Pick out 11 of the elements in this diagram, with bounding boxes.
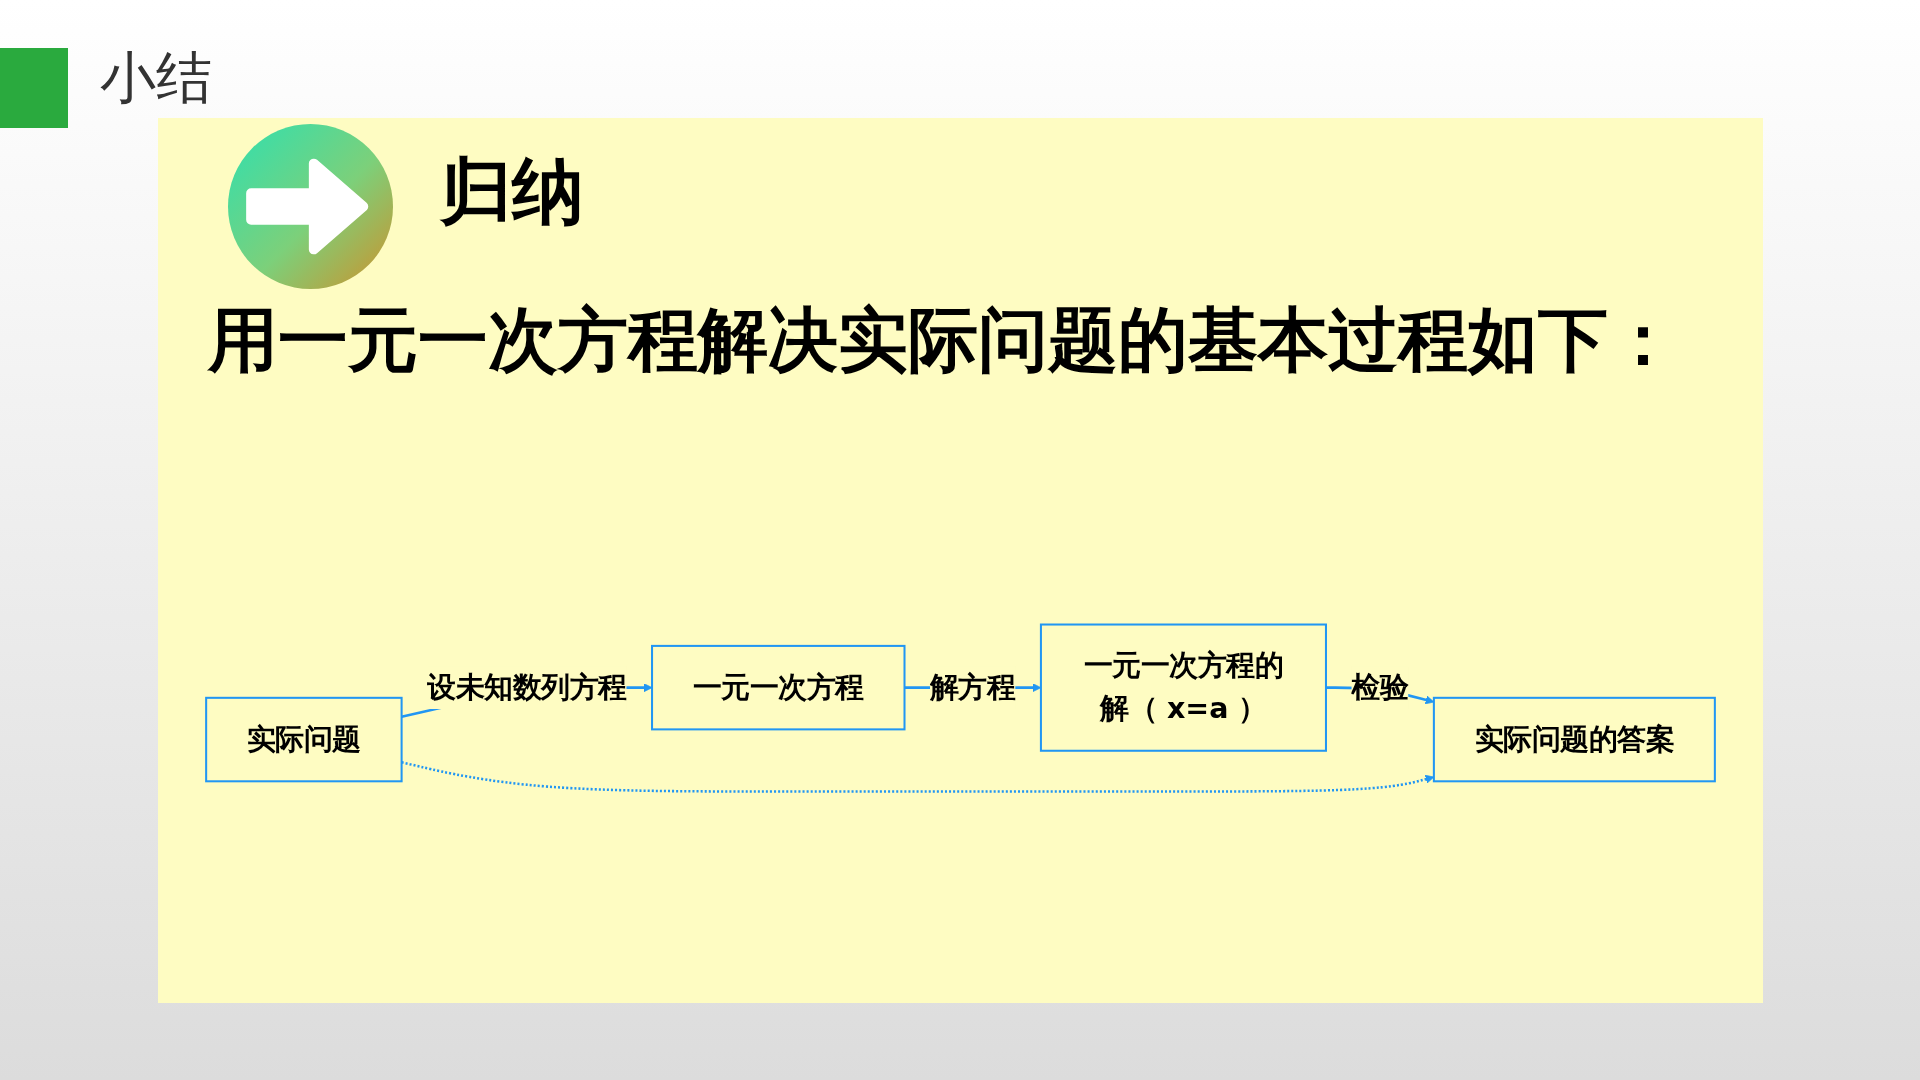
edge-label: 解方程 bbox=[929, 670, 1016, 704]
edge-label: 设未知数列方程 bbox=[427, 670, 627, 704]
intro-sentence: 用一元一次方程解决实际问题的基本过程如下： bbox=[208, 298, 1678, 382]
section-heading: 归纳 bbox=[440, 148, 584, 235]
edge-label: 检验 bbox=[1351, 670, 1409, 704]
slide-title: 小结 bbox=[100, 44, 212, 112]
node-box bbox=[651, 644, 906, 731]
summary-panel: 归纳 用一元一次方程解决实际问题的基本过程如下： 设未知数列方程 解方程 检验 实际问题 一元一次方程 一元一次方程的解（ x=a ） 实际问题的答案 bbox=[158, 118, 1763, 1003]
node-box bbox=[1432, 696, 1716, 783]
node-box bbox=[205, 696, 403, 783]
node-box bbox=[1039, 623, 1327, 752]
